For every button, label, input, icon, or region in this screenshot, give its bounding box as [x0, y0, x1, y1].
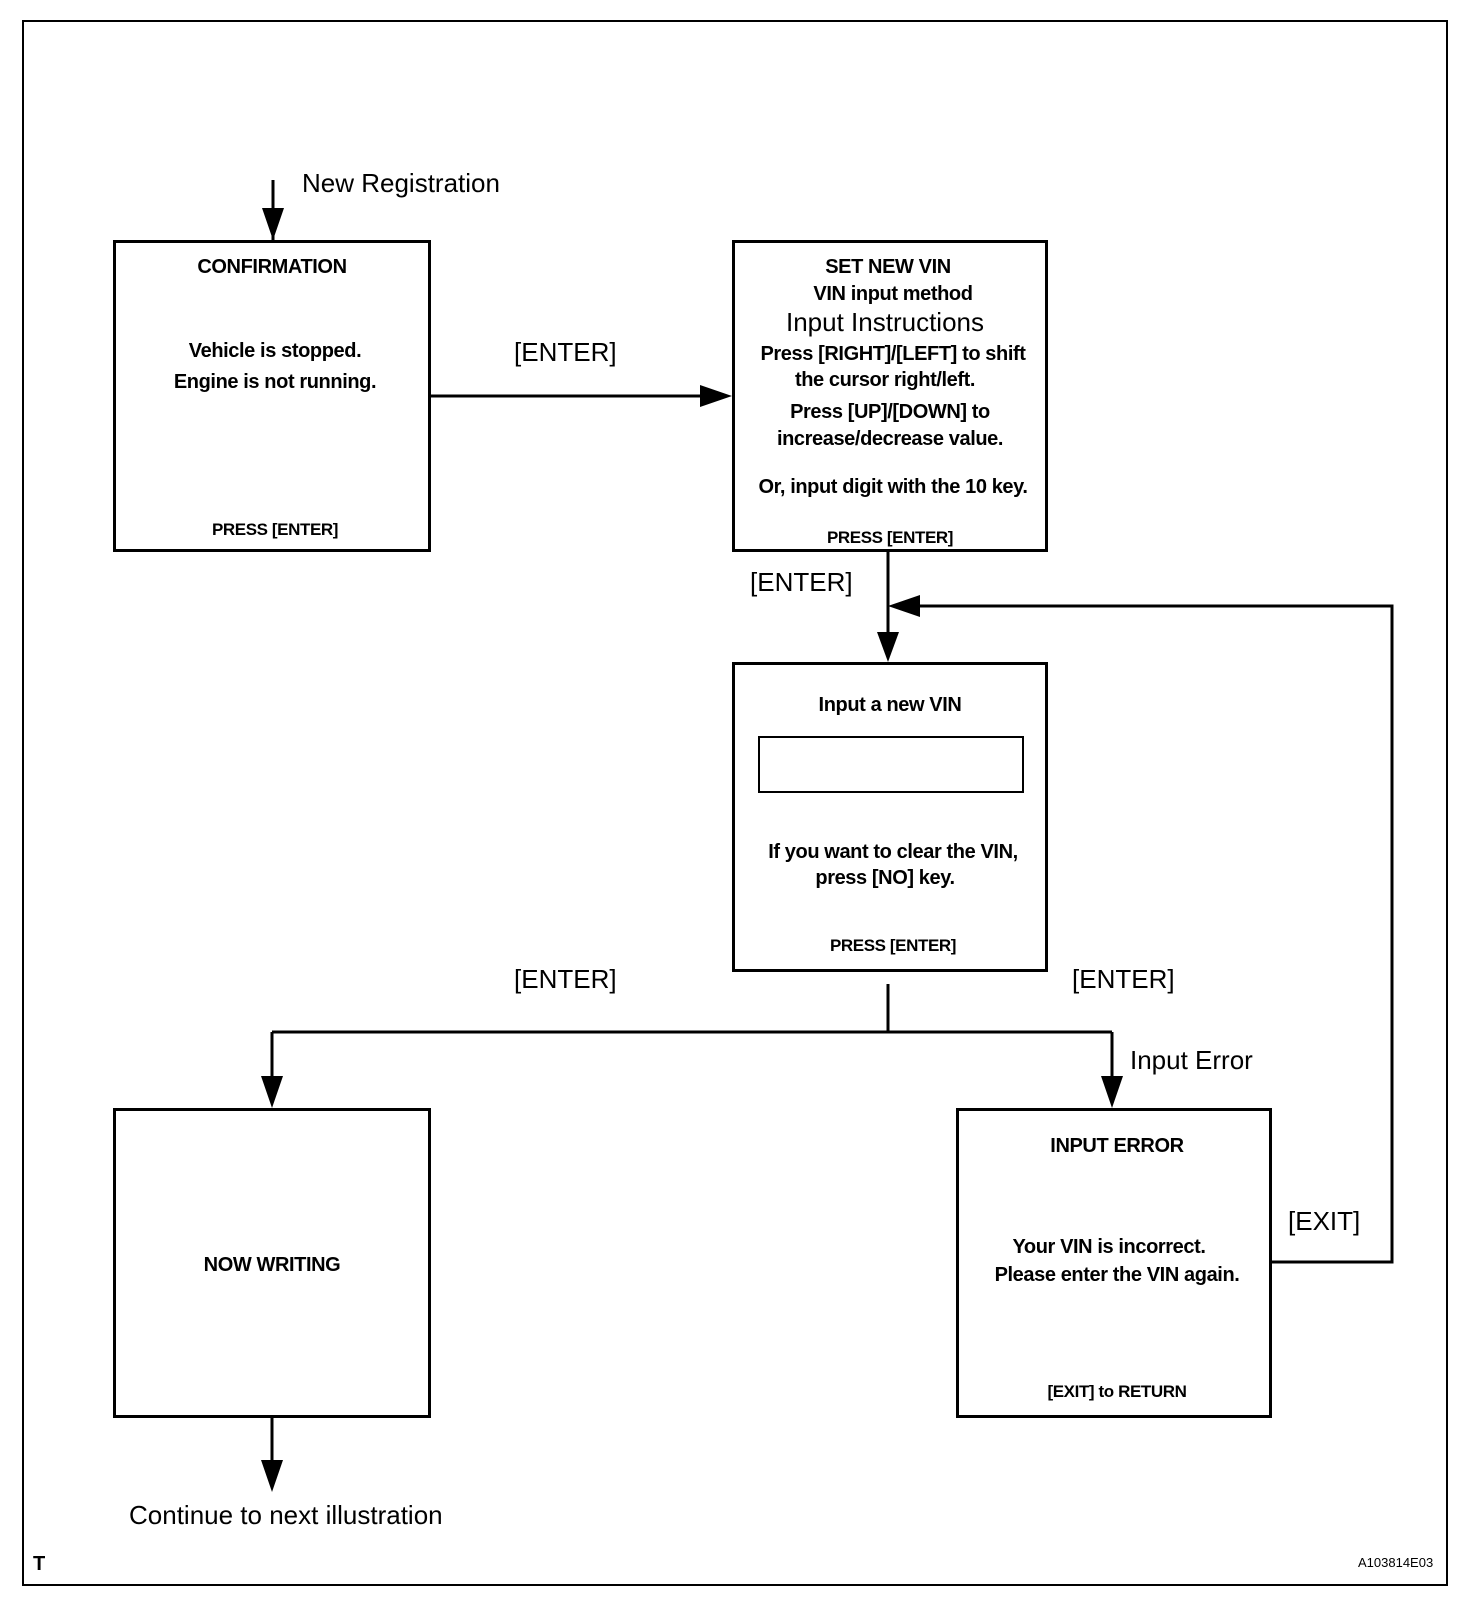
edge-label-enter-right: [ENTER]: [1072, 964, 1175, 994]
edge-label-exit: [EXIT]: [1288, 1206, 1361, 1236]
figure-frame: [22, 20, 1448, 1586]
instructions-heading: Input Instructions: [786, 307, 984, 337]
input-error-line-2: Please enter the VIN again.: [994, 1264, 1240, 1286]
instruction-line-4: increase/decrease value.: [776, 428, 1004, 450]
set-new-vin-title: SET NEW VIN: [825, 256, 951, 278]
figure-code: A103814E03: [1358, 1555, 1434, 1570]
clear-vin-line-2: press [NO] key.: [815, 867, 955, 889]
vin-input-field[interactable]: [758, 736, 1024, 793]
input-error-prompt[interactable]: [EXIT] to RETURN: [1047, 1382, 1187, 1401]
confirmation-line-1: Vehicle is stopped.: [188, 340, 362, 362]
edge-label-enter-left: [ENTER]: [514, 964, 617, 994]
continue-label: Continue to next illustration: [129, 1500, 443, 1530]
instruction-line-5: Or, input digit with the 10 key.: [758, 476, 1028, 498]
confirmation-title: CONFIRMATION: [197, 256, 347, 278]
arrowhead-input-error: [1101, 1076, 1123, 1108]
arrowhead-exit-loop: [888, 595, 920, 617]
confirmation-line-2: Engine is not running.: [173, 371, 377, 393]
confirmation-screen: CONFIRMATION Vehicle is stopped. Engine …: [113, 240, 431, 552]
instruction-line-3: Press [UP]/[DOWN] to: [790, 401, 990, 423]
corner-mark: T: [33, 1553, 46, 1575]
input-error-title: INPUT ERROR: [1050, 1135, 1184, 1157]
arrowhead-input: [877, 632, 899, 662]
instruction-line-2: the cursor right/left.: [794, 369, 976, 391]
edge-label-input-error: Input Error: [1130, 1045, 1253, 1075]
now-writing-screen: NOW WRITING: [113, 1108, 431, 1418]
confirmation-prompt[interactable]: PRESS [ENTER]: [211, 520, 339, 539]
now-writing-title: NOW WRITING: [203, 1254, 341, 1276]
input-error-screen: INPUT ERROR Your VIN is incorrect. Pleas…: [956, 1108, 1272, 1418]
input-error-line-1: Your VIN is incorrect.: [1012, 1236, 1206, 1258]
arrowhead-continue: [261, 1460, 283, 1492]
arrowhead-setvin: [700, 385, 732, 407]
input-vin-title: Input a new VIN: [818, 694, 962, 716]
entry-arrowhead: [262, 208, 284, 240]
clear-vin-line-1: If you want to clear the VIN,: [768, 841, 1018, 863]
exit-loop-line: [918, 604, 1394, 1264]
input-vin-screen: Input a new VIN If you want to clear the…: [732, 662, 1048, 972]
set-new-vin-prompt[interactable]: PRESS [ENTER]: [826, 528, 954, 547]
entry-label: New Registration: [302, 168, 500, 198]
instruction-line-1: Press [RIGHT]/[LEFT] to shift: [760, 343, 1026, 365]
set-new-vin-subtitle: VIN input method: [813, 283, 973, 305]
edge-label-enter-top: [ENTER]: [514, 337, 617, 367]
edge-label-enter-down: [ENTER]: [750, 567, 853, 597]
set-new-vin-screen: SET NEW VIN VIN input method Input Instr…: [732, 240, 1048, 552]
input-vin-prompt[interactable]: PRESS [ENTER]: [829, 936, 957, 955]
arrowhead-now-writing: [261, 1076, 283, 1108]
